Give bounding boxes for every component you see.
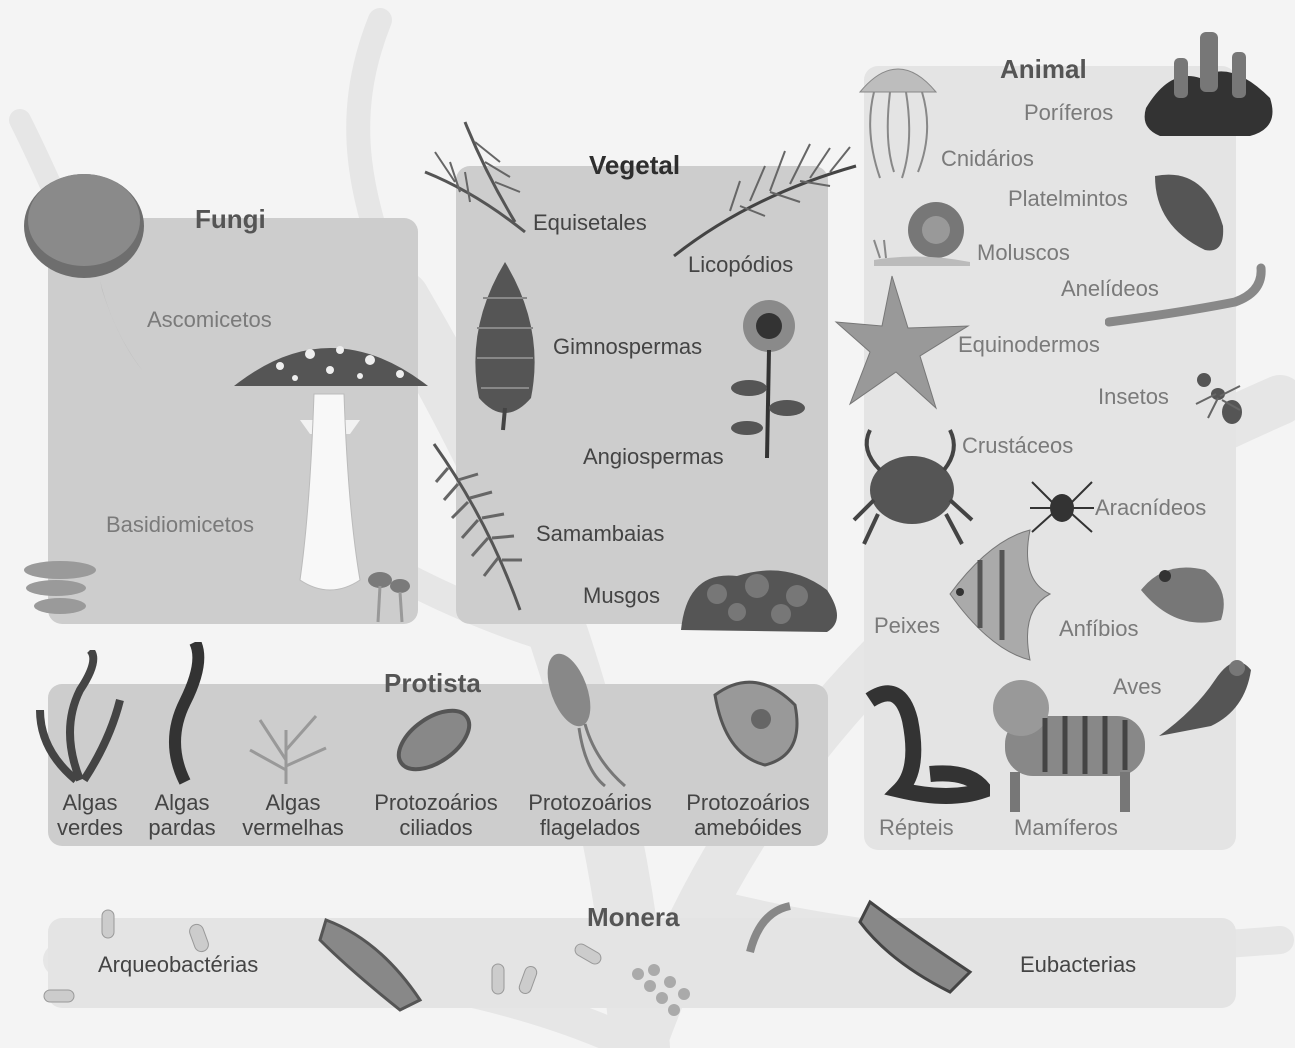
protozoarios-ciliados-label: Protozoários ciliados — [362, 790, 510, 840]
algas-pardas-line1: Algas — [132, 790, 232, 815]
sparrow-icon — [1155, 650, 1255, 745]
vegetal-title: Vegetal — [589, 150, 680, 181]
eubacteria-icon — [720, 892, 1000, 1002]
gimnospermas-label: Gimnospermas — [553, 334, 702, 359]
aracnideos-label: Aracnídeos — [1095, 495, 1206, 520]
sponge-icon — [1140, 28, 1280, 140]
fungi-title: Fungi — [195, 204, 266, 235]
protozoarios-flagelados-line2: flagelados — [516, 815, 664, 840]
samambaias-label: Samambaias — [536, 521, 664, 546]
angelfish-icon — [940, 520, 1060, 670]
ant-icon — [1186, 360, 1256, 435]
algas-vermelhas-line1: Algas — [233, 790, 353, 815]
protozoarios-flagelados-label: Protozoários flagelados — [516, 790, 664, 840]
oyster-mushroom-icon — [20, 558, 100, 628]
cnidarios-label: Cnidários — [941, 146, 1034, 171]
cobra-icon — [850, 680, 990, 805]
sunflower-icon — [725, 298, 805, 463]
flatworm-icon — [1145, 166, 1230, 256]
brown-cap-mushroom-icon — [22, 170, 162, 380]
algas-pardas-line2: pardas — [132, 815, 232, 840]
bacteria-cluster-icon — [40, 900, 700, 1030]
peixes-label: Peixes — [874, 613, 940, 638]
protozoarios-ameboides-line2: amebóides — [674, 815, 822, 840]
protozoarios-ciliados-line1: Protozoários — [362, 790, 510, 815]
ciliate-icon — [390, 700, 480, 780]
animal-title: Animal — [1000, 54, 1087, 85]
jellyfish-icon — [850, 52, 945, 182]
ascomicetos-label: Ascomicetos — [147, 307, 272, 332]
fly-agaric-mushroom-icon — [230, 330, 430, 600]
protozoarios-flagelados-line1: Protozoários — [516, 790, 664, 815]
algas-pardas-label: Algas pardas — [132, 790, 232, 840]
algas-vermelhas-label: Algas vermelhas — [233, 790, 353, 840]
protozoarios-ameboides-label: Protozoários amebóides — [674, 790, 822, 840]
earthworm-icon — [1105, 262, 1270, 330]
algas-verdes-line2: verdes — [40, 815, 140, 840]
green-algae-icon — [30, 650, 135, 785]
angiospermas-label: Angiospermas — [583, 444, 724, 469]
brown-algae-icon — [155, 642, 215, 785]
tiger-icon — [985, 676, 1165, 816]
musgos-label: Musgos — [583, 583, 660, 608]
frog-icon — [1135, 560, 1230, 635]
amoeba-icon — [705, 665, 805, 775]
moss-icon — [677, 560, 842, 635]
starfish-icon — [832, 272, 972, 412]
red-algae-icon — [240, 700, 335, 785]
clubmoss-icon — [670, 126, 860, 261]
fern-icon — [428, 440, 538, 615]
pine-cone-icon — [465, 258, 545, 433]
repteis-label: Répteis — [879, 815, 954, 840]
equisetales-label: Equisetales — [533, 210, 647, 235]
algas-vermelhas-line2: vermelhas — [233, 815, 353, 840]
small-mushrooms-icon — [360, 566, 414, 624]
poriferos-label: Poríferos — [1024, 100, 1113, 125]
insetos-label: Insetos — [1098, 384, 1169, 409]
algas-verdes-line1: Algas — [40, 790, 140, 815]
eubacterias-label: Eubacterias — [1020, 952, 1136, 977]
protista-title: Protista — [384, 668, 481, 699]
platelmintos-label: Platelmintos — [1008, 186, 1128, 211]
equinodermos-label: Equinodermos — [958, 332, 1100, 357]
anfibios-label: Anfíbios — [1059, 616, 1139, 641]
horsetail-icon — [405, 112, 535, 242]
algas-verdes-label: Algas verdes — [40, 790, 140, 840]
mamiferos-label: Mamíferos — [1014, 815, 1118, 840]
snail-icon — [870, 200, 975, 268]
protozoarios-ciliados-line2: ciliados — [362, 815, 510, 840]
protozoarios-ameboides-line1: Protozoários — [674, 790, 822, 815]
flagellate-icon — [545, 650, 635, 790]
moluscos-label: Moluscos — [977, 240, 1070, 265]
